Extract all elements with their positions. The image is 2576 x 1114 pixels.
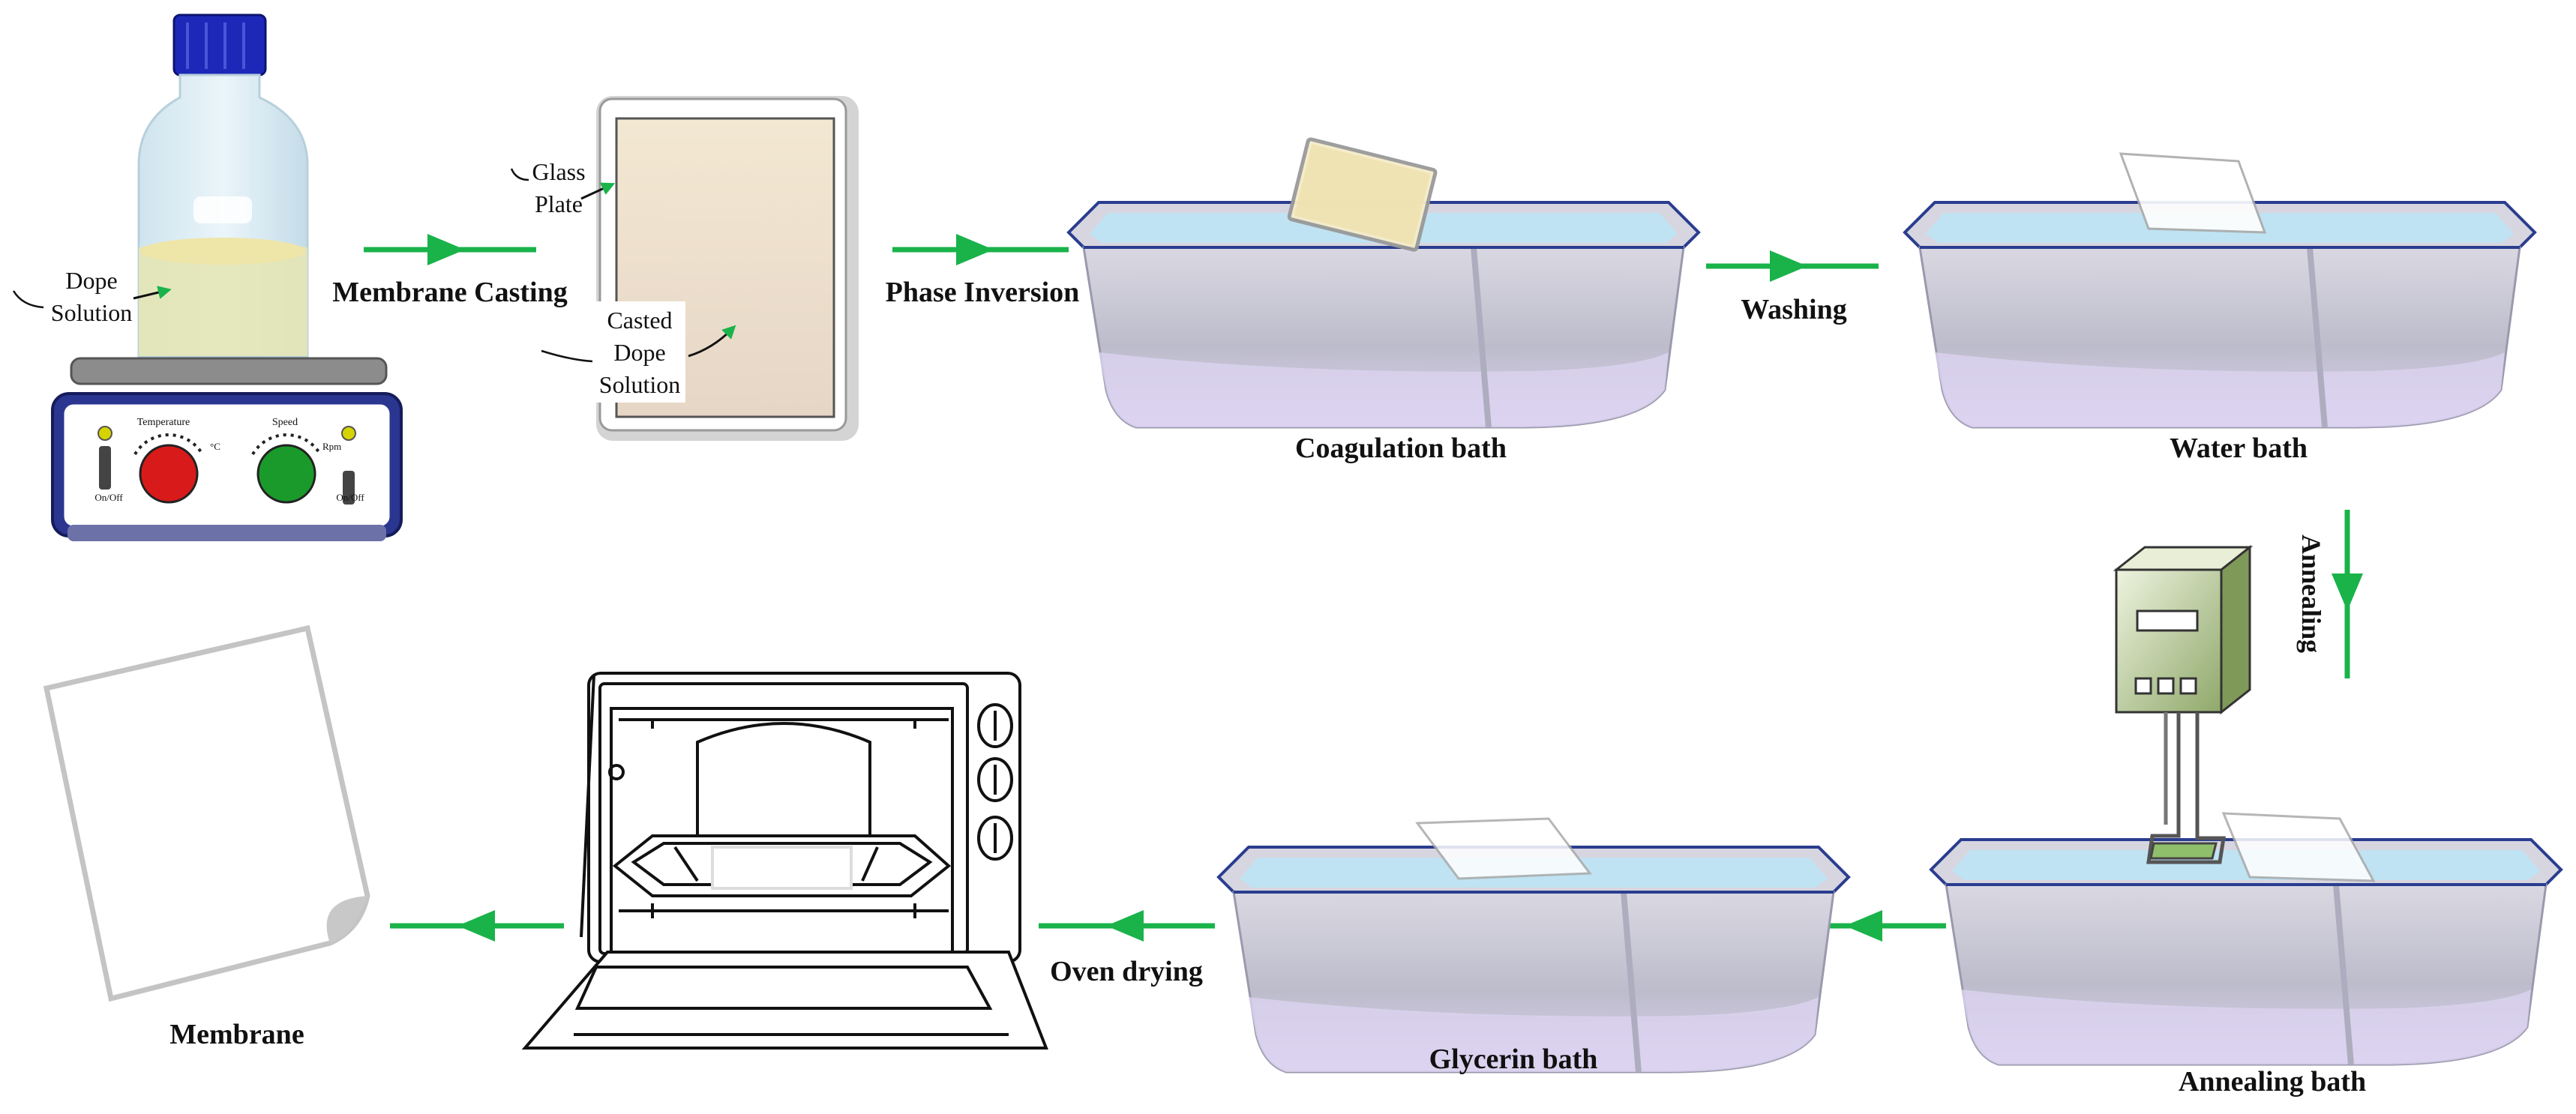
oven-drying-label: Oven drying [1050,956,1203,987]
arrow-to-casting [364,234,536,265]
oven [521,672,1048,1050]
on-off-left-label: On/Off [94,492,123,503]
membrane-label: Membrane [169,1019,304,1050]
annealing-label: Annealing [2296,535,2326,653]
coagulation-bath [1069,137,1699,427]
membrane-casting-label: Membrane Casting [332,277,567,308]
phase-inversion-label: Phase Inversion [886,277,1080,308]
casted-label-2: Dope [613,339,665,366]
temperature-label: Temperature [137,417,190,428]
arrow-annealing [2332,510,2363,678]
casted-label-3: Solution [599,371,680,398]
glass-plate [596,96,859,441]
rpm-label: Rpm [322,441,341,452]
water-bath [1905,152,2535,427]
arrow-to-membrane [390,910,564,942]
dope-solution-label-2: Solution [51,299,132,326]
magnetic-stirrer: Temperature Speed °C Rpm On/Off On/Off [51,357,403,541]
coagulation-bath-label: Coagulation bath [1295,433,1507,464]
dope-bottle [137,13,309,358]
washing-label: Washing [1741,294,1847,325]
glass-plate-label-2: Plate [535,190,583,217]
annealing-bath-label: Annealing bath [2179,1066,2366,1098]
arrow-washing [1706,250,1879,282]
dope-solution-label-1: Dope [65,267,117,294]
heater-controller [2113,544,2254,864]
arrow-to-oven [1039,910,1215,942]
glycerin-bath [1219,817,1849,1072]
membrane-sheet [43,624,370,1002]
casted-label-1: Casted [607,307,672,334]
speed-label: Speed [272,417,298,428]
celsius-label: °C [210,441,220,452]
arrow-to-phase-inversion [892,234,1069,265]
glycerin-bath-label: Glycerin bath [1429,1044,1598,1075]
annealing-bath [1931,812,2561,1065]
water-bath-label: Water bath [2170,433,2308,464]
glass-plate-label-1: Glass [532,158,585,185]
on-off-right-label: On/Off [336,492,364,503]
